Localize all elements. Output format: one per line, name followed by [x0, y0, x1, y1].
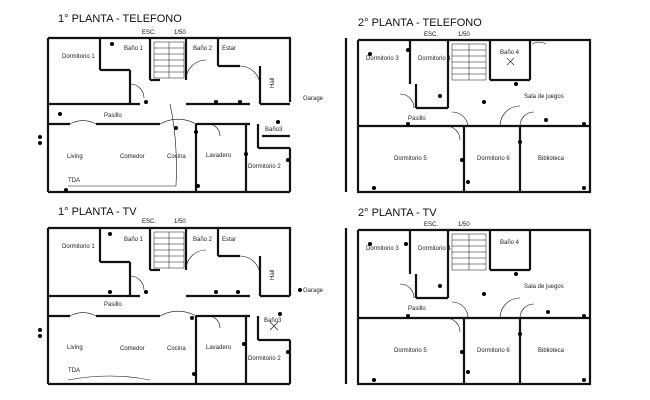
plan-title: 2° PLANTA - TV — [358, 207, 437, 219]
room-label-bano-2: Baño 2 — [193, 237, 213, 243]
scale-value: 1/50 — [174, 219, 186, 225]
scale-value: 1/50 — [458, 222, 470, 228]
room-label-pasillo: Pasillo — [104, 302, 122, 308]
scale-value: 1/50 — [174, 30, 186, 36]
stairs — [153, 41, 185, 79]
room-label-estar: Estar — [222, 237, 236, 243]
phone-outlets — [38, 42, 290, 192]
scale-label: ESC. — [424, 222, 438, 228]
room-label-cocina: Cocina — [167, 154, 186, 160]
walls — [46, 226, 348, 386]
room-label-comedor: Comedor — [120, 154, 145, 160]
room-label-dormitorio-6: Dormitorio 6 — [477, 348, 510, 354]
plan-planta2-telefono: 2° PLANTA - TELEFONO ESC. 1/50 — [356, 17, 592, 194]
room-label-cocina: Cocina — [167, 346, 186, 352]
room-label-bano-4: Baño 4 — [500, 240, 520, 246]
room-label-hall: Hall — [270, 270, 276, 280]
room-label-dormitorio-3: Dormitorio 3 — [366, 56, 399, 62]
room-label-dormitorio-2: Dormitorio 2 — [248, 356, 281, 362]
room-label-dormitorio-6: Dormitorio 6 — [477, 156, 510, 162]
room-label-bano-1: Baño 1 — [124, 237, 144, 243]
scale-label: ESC. — [424, 32, 438, 38]
room-label-pasillo: Pasillo — [104, 113, 122, 119]
room-label-tda: TDA — [68, 178, 80, 184]
plan-title: 1° PLANTA - TELEFONO — [58, 13, 182, 25]
room-label-pasillo: Pasillo — [408, 306, 426, 312]
room-label-garage: Garage — [303, 288, 324, 294]
room-label-dormitorio-4: Dormitorio 4 — [418, 246, 451, 252]
stairs — [451, 233, 487, 271]
room-label-bano-3: Baño3 — [265, 127, 283, 133]
room-label-bano-1: Baño 1 — [124, 46, 144, 52]
room-labels: Dormitorio 3 Dormitorio 4 Baño 4 Sala de… — [366, 240, 565, 354]
bath-fixture — [506, 57, 515, 66]
room-label-dormitorio-5: Dormitorio 5 — [394, 156, 427, 162]
room-label-estar: Estar — [222, 46, 236, 52]
room-label-bano-4: Baño 4 — [500, 50, 520, 56]
room-label-dormitorio-1: Dormitorio 1 — [62, 54, 95, 60]
door-swings — [399, 41, 547, 141]
room-label-bano-3: Baño3 — [264, 318, 282, 324]
room-labels: Dormitorio 1 Baño 1 Baño 2 Estar Hall Pa… — [62, 46, 324, 184]
plan-title: 1° PLANTA - TV — [58, 206, 137, 218]
room-labels: Dormitorio 3 Dormitorio 4 Baño 4 Sala de… — [366, 50, 565, 162]
room-label-dormitorio-3: Dormitorio 3 — [366, 246, 399, 252]
scale-label: ESC. — [142, 219, 156, 225]
walls — [356, 228, 592, 386]
walls — [46, 36, 348, 194]
room-label-comedor: Comedor — [120, 346, 145, 352]
plan-title: 2° PLANTA - TELEFONO — [358, 17, 482, 29]
room-label-sala-de-juegos: Sala de juegos — [524, 284, 564, 290]
room-label-dormitorio-1: Dormitorio 1 — [62, 244, 95, 250]
scale-label: ESC. — [142, 30, 156, 36]
room-label-tda: TDA — [68, 368, 80, 374]
tv-outlets — [368, 242, 586, 382]
phone-outlets — [368, 48, 586, 190]
room-label-dormitorio-5: Dormitorio 5 — [394, 348, 427, 354]
room-label-garage: Garage — [303, 96, 324, 102]
bath-fixture — [269, 321, 279, 331]
room-label-living: Living — [67, 154, 83, 160]
room-label-lavadero: Lavadero — [206, 153, 232, 159]
stairs — [153, 231, 185, 269]
room-label-dormitorio-2: Dormitorio 2 — [248, 164, 281, 170]
room-label-lavadero: Lavadero — [206, 345, 232, 351]
room-label-sala-de-juegos: Sala de juegos — [524, 94, 564, 100]
walls — [356, 38, 592, 194]
plan-planta2-tv: 2° PLANTA - TV ESC. 1/50 — [356, 207, 592, 386]
stairs — [451, 43, 487, 81]
room-label-dormitorio-4: Dormitorio 4 — [418, 56, 451, 62]
room-label-living: Living — [67, 345, 83, 351]
room-label-biblioteca: Biblioteca — [538, 156, 565, 162]
plan-planta1-tv: 1° PLANTA - TV ESC. 1/50 — [38, 206, 348, 386]
door-swings — [399, 283, 535, 333]
room-label-hall: Hall — [270, 78, 276, 88]
room-label-biblioteca: Biblioteca — [538, 348, 565, 354]
scale-value: 1/50 — [458, 32, 470, 38]
room-label-pasillo: Pasillo — [408, 116, 426, 122]
room-labels: Dormitorio 1 Baño 1 Baño 2 Estar Hall Pa… — [62, 237, 324, 374]
door-swings — [67, 249, 261, 381]
room-label-bano-2: Baño 2 — [193, 46, 213, 52]
door-swings — [68, 59, 261, 187]
tv-outlets — [38, 232, 302, 376]
plan-planta1-telefono: 1° PLANTA - TELEFONO ESC. 1/50 — [38, 13, 348, 194]
